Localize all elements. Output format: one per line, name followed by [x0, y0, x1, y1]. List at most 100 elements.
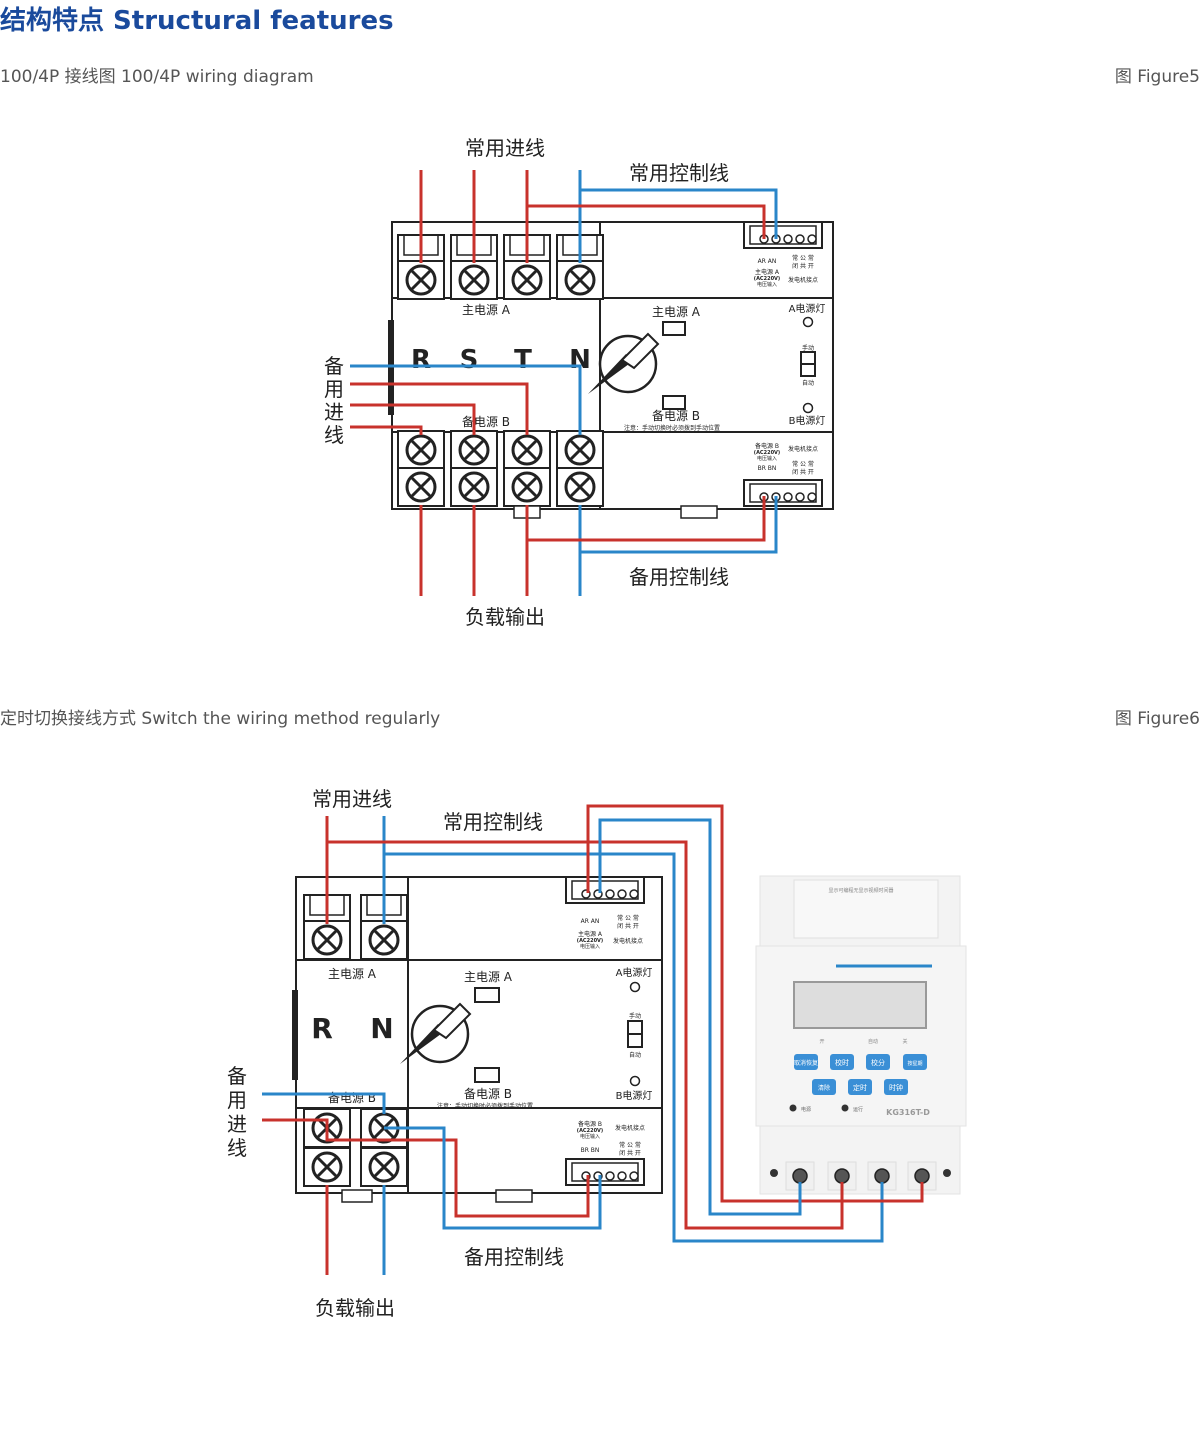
term-bot-bigong: 闭 共 开 — [792, 468, 814, 476]
label-backup-in-2-4: 线 — [227, 1136, 247, 1160]
lamp-b-label-2: B电源灯 — [616, 1089, 653, 1102]
timer-model: KG316T-D — [886, 1108, 930, 1117]
switch-backup-b-label: 备电源 B — [652, 409, 700, 423]
timer-button-schedule[interactable]: 定时 — [848, 1079, 872, 1095]
timer-header-text: 显示可编程无显示视频时间器 — [828, 887, 893, 894]
backup-source-b-label: 备电源 B — [462, 415, 510, 429]
term-top-main-a-2: 主电源 A — [578, 930, 603, 938]
timer-button-set-minute[interactable]: 校分 — [866, 1054, 890, 1070]
timer-button-clock[interactable]: 时钟 — [884, 1079, 908, 1095]
timer-mode-auto: 自动 — [868, 1038, 878, 1045]
manual-label: 手动 — [802, 344, 814, 352]
main-source-a-label: 主电源 A — [462, 303, 511, 317]
timer-run-label: 运行 — [853, 1106, 863, 1113]
term-top-bigong-2: 闭 共 开 — [617, 922, 639, 930]
phase-s-label: S — [460, 345, 479, 375]
term-bot-voltage-2: (AC220V) — [577, 1128, 603, 1134]
switch-note-2: 注意：手动切换时必须拨到手动位置 — [437, 1102, 533, 1110]
term-top-voltage: (AC220V) — [754, 276, 780, 282]
term-top-voltage-in-2: 电压输入 — [580, 943, 600, 950]
term-top-bigong: 闭 共 开 — [792, 262, 814, 270]
figure6-diagram: R N 主电源 A 备电源 B 主电源 A 备电源 B 注意：手动切换时必须拨到… — [227, 787, 967, 1320]
term-bot-voltage-in-2: 电压输入 — [580, 1133, 600, 1140]
switch-backup-b-label-2: 备电源 B — [464, 1087, 512, 1101]
label-backup-in-4: 线 — [324, 423, 344, 447]
term-top-changgong-2: 常 公 常 — [617, 914, 639, 922]
phase-r-label: R — [411, 345, 431, 375]
svg-text:定时: 定时 — [853, 1083, 867, 1092]
term-bot-gen-2: 发电机接点 — [615, 1124, 645, 1132]
timer-button-weekday[interactable]: 按星期 — [903, 1054, 927, 1070]
label-common-in: 常用进线 — [465, 136, 545, 160]
svg-text:时钟: 时钟 — [889, 1083, 903, 1092]
term-bot-changgong: 常 公 常 — [792, 460, 814, 468]
label-backup-ctrl-2: 备用控制线 — [464, 1245, 564, 1269]
figure5-label: 图 Figure5 — [1114, 67, 1200, 87]
term-bot-voltage: (AC220V) — [754, 450, 780, 456]
term-bot-backup-b: 备电源 B — [755, 442, 779, 450]
figure6-label: 图 Figure6 — [1114, 709, 1200, 729]
manual-label-2: 手动 — [629, 1012, 641, 1020]
timer-kg316t-d: 显示可编程无显示视频时间器 开 自动 关 取消恢复 校时 校分 按星期 清除 定… — [755, 875, 967, 1195]
term-top-voltage-in: 电压输入 — [757, 281, 777, 288]
lamp-a-icon-2 — [629, 981, 641, 993]
label-backup-in-2-1: 备 — [227, 1064, 247, 1088]
auto-label: 自动 — [802, 379, 814, 387]
phase-n-label-2: N — [370, 1012, 393, 1045]
label-load-out: 负载输出 — [465, 605, 545, 629]
timer-mode-open: 开 — [819, 1039, 824, 1045]
switch-note: 注意：手动切换时必须拨到手动位置 — [624, 424, 720, 432]
figure5-caption: 100/4P 接线图 100/4P wiring diagram — [0, 67, 314, 87]
switch-main-a-label-2: 主电源 A — [464, 970, 513, 984]
term-bot-br-bn-2: BR BN — [581, 1147, 600, 1154]
term-bot-changgong-2: 常 公 常 — [619, 1141, 641, 1149]
lamp-a-icon — [802, 316, 814, 328]
phase-r-label-2: R — [311, 1012, 333, 1045]
figure6-caption: 定时切换接线方式 Switch the wiring method regula… — [0, 709, 441, 729]
label-common-in-2: 常用进线 — [312, 787, 392, 811]
lamp-b-label: B电源灯 — [789, 414, 826, 427]
switch-main-a-label: 主电源 A — [652, 305, 701, 319]
svg-text:按星期: 按星期 — [907, 1060, 922, 1067]
label-backup-in-2: 用 — [324, 377, 344, 401]
term-top-gen: 发电机接点 — [788, 276, 818, 284]
timer-button-set-hour[interactable]: 校时 — [830, 1054, 854, 1070]
svg-text:取消恢复: 取消恢复 — [794, 1059, 818, 1067]
label-common-ctrl-2: 常用控制线 — [443, 810, 543, 834]
term-top-ar-an-2: AR AN — [581, 918, 600, 925]
auto-label-2: 自动 — [629, 1051, 641, 1059]
timer-lcd — [793, 981, 927, 1029]
term-top-gen-2: 发电机接点 — [613, 937, 643, 945]
lamp-b-icon — [802, 402, 814, 414]
term-bot-gen: 发电机接点 — [788, 445, 818, 453]
timer-mode-close: 关 — [902, 1038, 907, 1045]
main-source-a-label-2: 主电源 A — [328, 967, 377, 981]
figure5-diagram: R S T N 主电源 A 备电源 B 主电源 A 备电源 B 注意：手动切换时… — [324, 136, 834, 629]
timer-power-label: 电源 — [801, 1106, 811, 1113]
label-common-ctrl: 常用控制线 — [629, 161, 729, 185]
svg-text:校分: 校分 — [871, 1058, 885, 1067]
term-top-voltage-2: (AC220V) — [577, 938, 603, 944]
label-backup-in-3: 进 — [324, 400, 344, 424]
svg-text:校时: 校时 — [835, 1058, 849, 1067]
term-top-main-a: 主电源 A — [755, 268, 780, 276]
label-backup-ctrl: 备用控制线 — [629, 565, 729, 589]
label-backup-in-2-3: 进 — [227, 1112, 247, 1136]
phase-t-label: T — [514, 345, 532, 375]
term-top-ar-an: AR AN — [758, 258, 777, 265]
timer-power-led-icon — [789, 1104, 797, 1112]
timer-run-led-icon — [841, 1104, 849, 1112]
label-backup-in-1: 备 — [324, 354, 344, 378]
timer-button-clear[interactable]: 清除 — [812, 1079, 836, 1095]
lamp-a-label-2: A电源灯 — [616, 966, 653, 979]
label-backup-in-2-2: 用 — [227, 1088, 247, 1112]
term-bot-voltage-in: 电压输入 — [757, 455, 777, 462]
timer-button-cancel[interactable]: 取消恢复 — [794, 1054, 818, 1070]
term-bot-backup-b-2: 备电源 B — [578, 1120, 602, 1128]
svg-text:清除: 清除 — [818, 1084, 830, 1092]
label-load-out-2: 负载输出 — [315, 1296, 395, 1320]
term-bot-bigong-2: 闭 共 开 — [619, 1149, 641, 1157]
term-bot-br-bn: BR BN — [758, 465, 777, 472]
lamp-b-icon-2 — [629, 1075, 641, 1087]
